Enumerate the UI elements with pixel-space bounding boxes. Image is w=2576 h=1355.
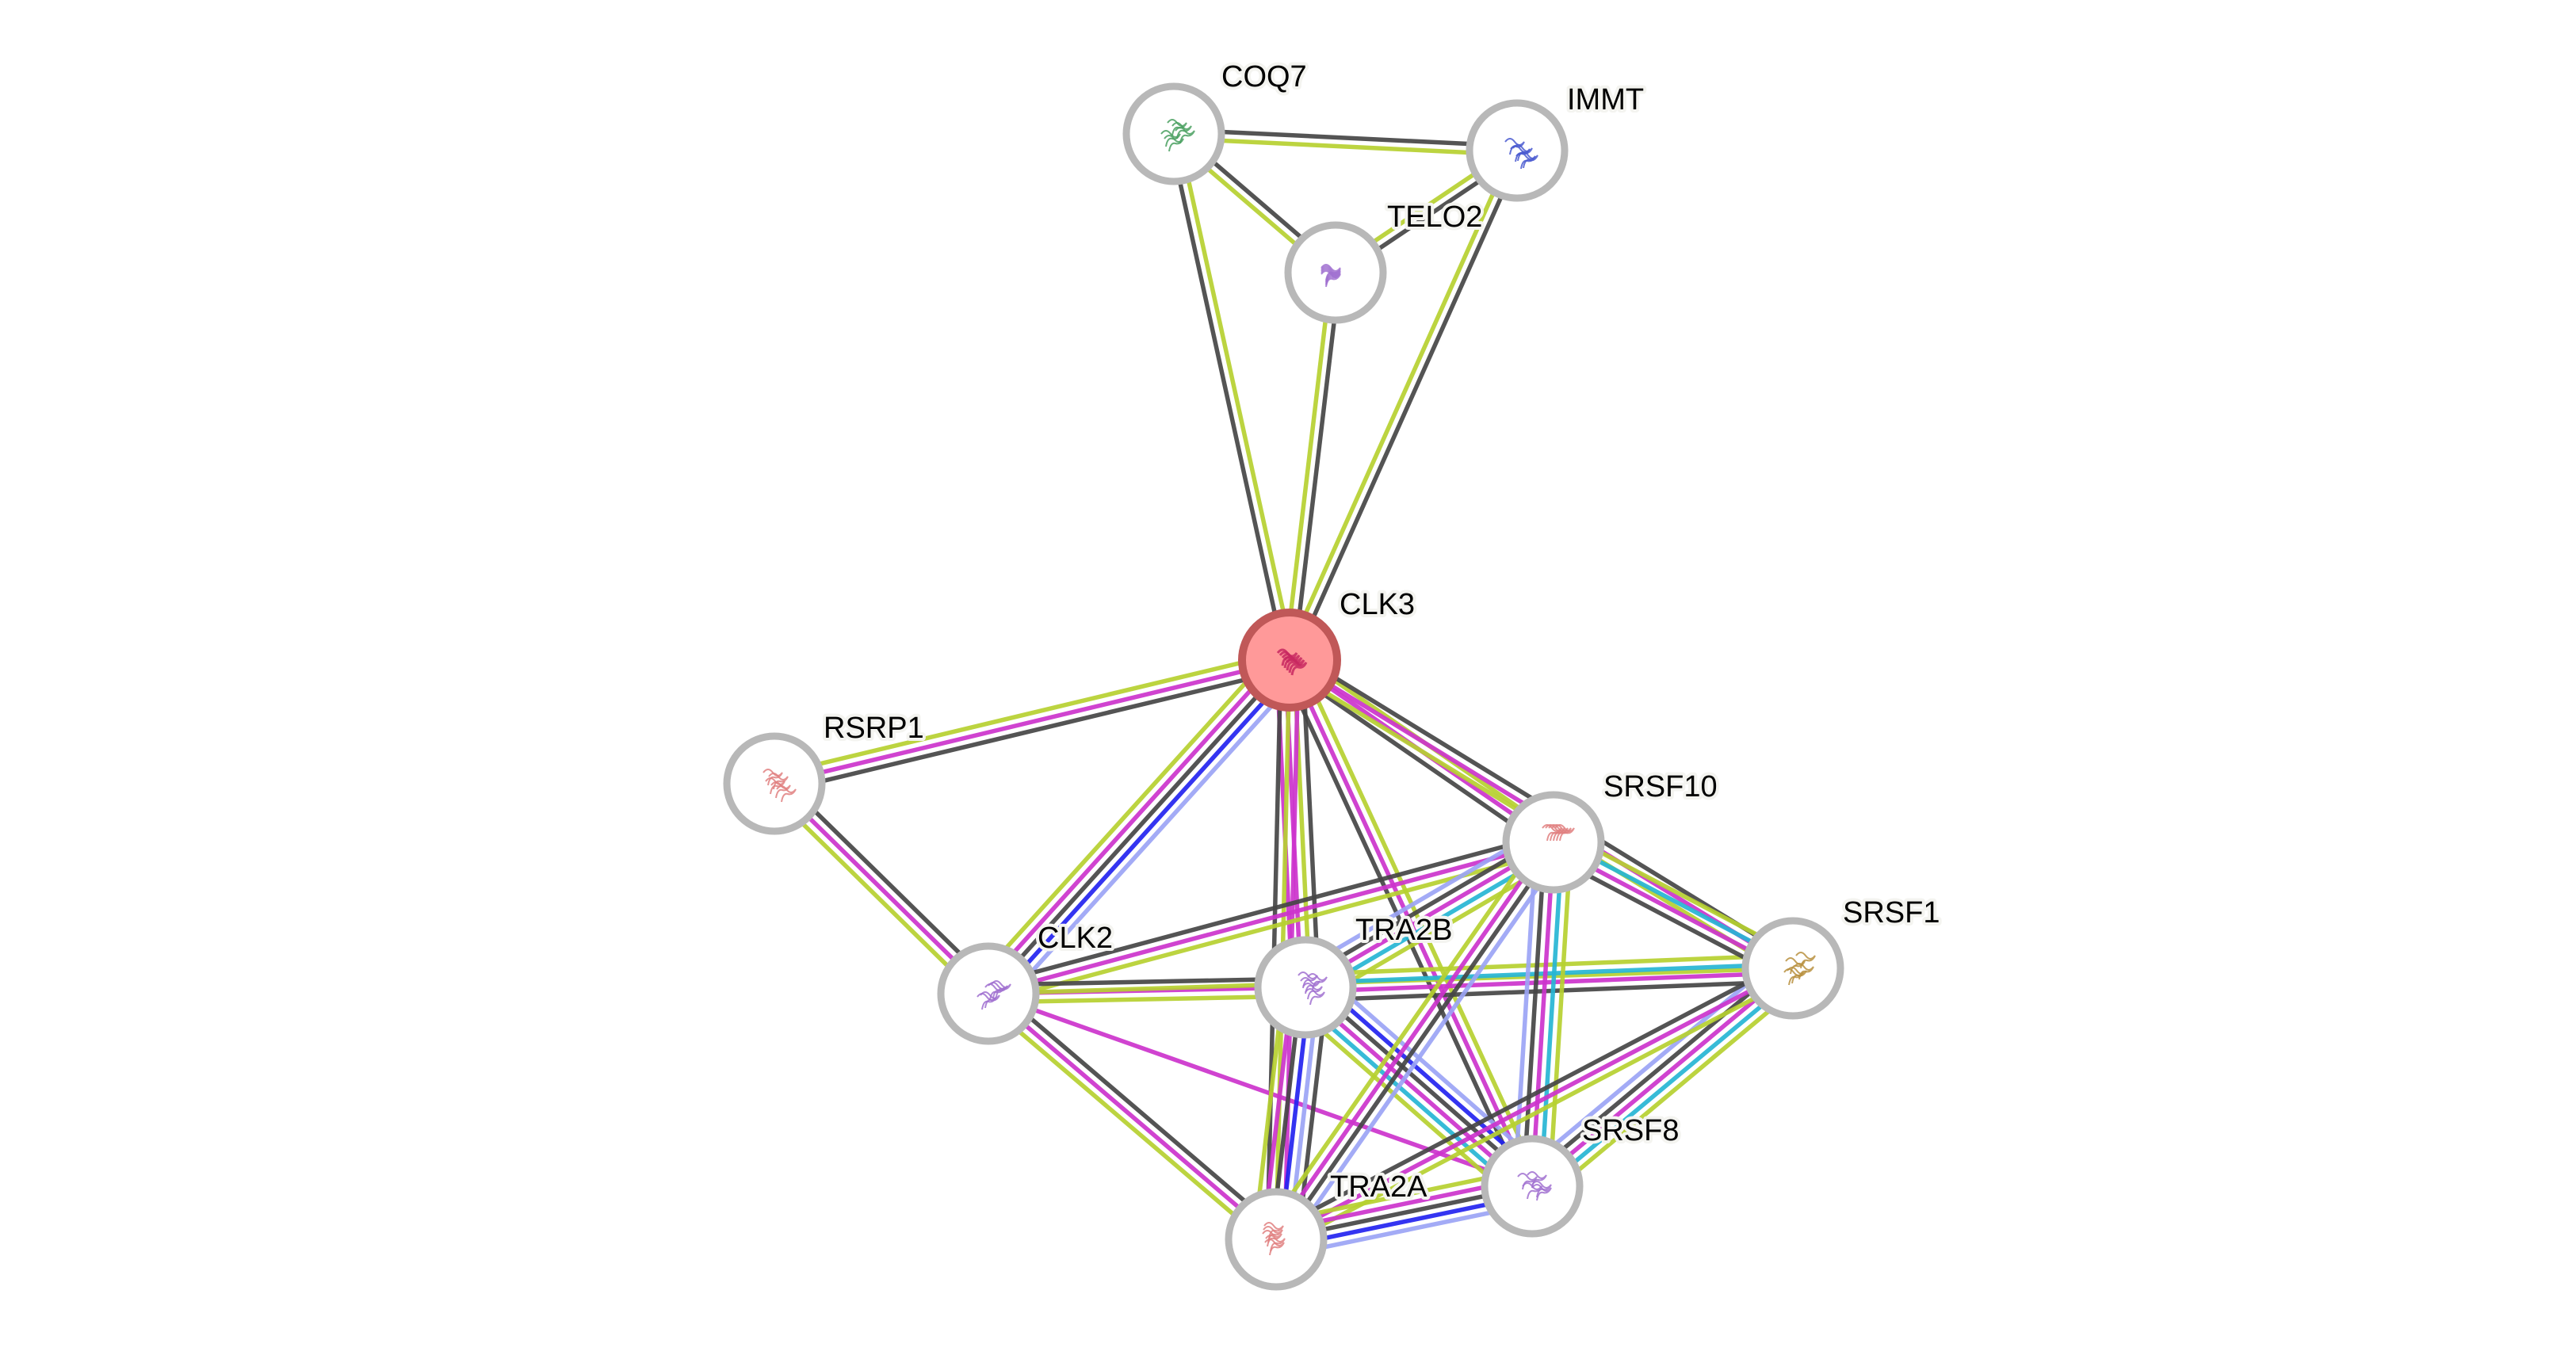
protein-structure-icon — [1262, 1222, 1286, 1256]
node-rsrp1[interactable] — [723, 732, 826, 835]
edge-evidence-experiments — [980, 652, 1285, 990]
edge-evidence-coexpression — [986, 658, 1292, 995]
edge-srsf10-tra2a[interactable] — [1263, 833, 1566, 1249]
edge-evidence-textmining — [973, 647, 1278, 984]
node-label-tra2b: TRA2B — [1355, 914, 1452, 947]
edge-evidence-coexpression — [775, 666, 1293, 795]
edge-evidence-coexpression — [1283, 665, 1550, 852]
edge-evidence-textmining — [1282, 272, 1334, 660]
edge-evidence-textmining — [988, 994, 1306, 1005]
edge-evidence-experiments — [1271, 838, 1552, 1239]
edge-telo2-clk3[interactable] — [1282, 272, 1343, 661]
edge-evidence-coexpression — [1305, 979, 1794, 1003]
edge-evidence-homology — [1313, 975, 1542, 1178]
edge-evidence-coexpression — [1279, 662, 1527, 1191]
edge-evidence-coexpression — [1278, 843, 1559, 1243]
protein-structure-icon — [1160, 119, 1195, 152]
edge-evidence-databases — [1305, 961, 1793, 986]
protein-structure-icon — [1783, 952, 1816, 986]
edge-evidence-textmining — [1547, 843, 1573, 1188]
edge-evidence-cooccurrence — [1285, 848, 1566, 1249]
edge-evidence-cooccurrence — [1318, 969, 1548, 1172]
node-label-coq7: COQ7 — [1221, 60, 1307, 94]
edge-evidence-textmining — [1175, 132, 1297, 660]
edge-evidence-coexpression — [1525, 960, 1789, 1181]
edge-clk2-tra2a[interactable] — [981, 985, 1283, 1248]
edge-evidence-databases — [1538, 842, 1565, 1187]
node-coq7[interactable] — [1122, 82, 1225, 185]
edge-evidence-textmining — [1290, 1002, 1519, 1204]
protein-structure-icon — [762, 769, 797, 803]
edge-evidence-databases — [1536, 973, 1800, 1195]
edge-evidence-cooccurrence — [1519, 953, 1783, 1175]
node-label-srsf8: SRSF8 — [1582, 1114, 1679, 1147]
protein-structure-icon — [977, 980, 1011, 1010]
node-label-rsrp1: RSRP1 — [824, 712, 924, 745]
node-srsf10[interactable] — [1502, 791, 1605, 894]
node-immt[interactable] — [1466, 99, 1569, 202]
edge-evidence-coexpression — [1291, 151, 1523, 663]
node-tra2b[interactable] — [1254, 936, 1357, 1039]
edge-clk3-rsrp1[interactable] — [771, 649, 1293, 795]
edge-evidence-coexpression — [1521, 842, 1547, 1186]
edge-evidence-textmining — [1173, 136, 1517, 158]
edge-evidence-cooccurrence — [999, 670, 1305, 1007]
edge-evidence-experiments — [774, 658, 1290, 786]
edge-evidence-experiments — [1305, 970, 1794, 994]
protein-structure-icon — [1276, 648, 1308, 676]
edge-evidence-experiments — [1530, 842, 1556, 1187]
protein-structure-icon — [1298, 971, 1328, 1006]
node-label-telo2: TELO2 — [1387, 200, 1482, 234]
protein-structure-icon — [1504, 138, 1538, 170]
edge-evidence-experiments — [1275, 966, 1794, 1242]
protein-structure-icon — [1517, 1171, 1552, 1201]
edge-evidence-coexpression — [1174, 127, 1518, 149]
protein-structure-icon — [1542, 824, 1575, 842]
edge-evidence-coexpression — [1167, 134, 1288, 662]
node-clk3[interactable] — [1238, 609, 1341, 712]
edge-evidence-textmining — [1263, 833, 1545, 1234]
node-clk2[interactable] — [937, 942, 1040, 1045]
edge-evidence-textmining — [771, 649, 1289, 777]
edge-evidence-coexpression — [985, 831, 1552, 988]
edge-clk3-clk2[interactable] — [973, 647, 1305, 1007]
node-label-clk2: CLK2 — [1038, 922, 1113, 955]
node-tra2a[interactable] — [1225, 1188, 1328, 1291]
edge-evidence-databases — [1295, 995, 1525, 1198]
edge-evidence-experiments — [988, 840, 1554, 996]
edge-evidence-textmining — [1305, 952, 1793, 977]
edge-evidence-coexpression — [1271, 958, 1791, 1234]
node-label-srsf1: SRSF1 — [1843, 896, 1940, 929]
edge-evidence-textmining — [1283, 147, 1515, 659]
edge-evidence-textmining — [981, 998, 1272, 1248]
edge-evidence-experiments — [1287, 658, 1535, 1188]
edge-evidence-coexpression — [988, 976, 1305, 987]
node-circle[interactable] — [1466, 99, 1569, 202]
node-label-clk3: CLK3 — [1340, 588, 1415, 621]
edge-coq7-immt[interactable] — [1173, 127, 1518, 158]
node-label-tra2a: TRA2A — [1330, 1170, 1428, 1204]
edge-immt-clk3[interactable] — [1283, 147, 1523, 663]
edge-evidence-homology — [993, 664, 1298, 1002]
edge-evidence-coexpression — [1291, 273, 1343, 661]
edge-tra2b-srsf1[interactable] — [1305, 952, 1794, 1003]
node-circle[interactable] — [1502, 791, 1605, 894]
node-circle[interactable] — [1254, 936, 1357, 1039]
nodes-layer — [723, 82, 1844, 1291]
edge-evidence-experiments — [987, 991, 1278, 1242]
node-srsf1[interactable] — [1741, 917, 1844, 1020]
edge-evidence-coexpression — [992, 985, 1283, 1235]
node-label-srsf10: SRSF10 — [1603, 770, 1718, 803]
protein-structure-icon — [1320, 264, 1341, 288]
edge-evidence-textmining — [1542, 979, 1806, 1201]
node-circle[interactable] — [1122, 82, 1225, 185]
edge-srsf1-srsf8[interactable] — [1519, 953, 1806, 1201]
node-telo2[interactable] — [1284, 221, 1387, 324]
edge-evidence-experiments — [1531, 966, 1794, 1189]
node-label-immt: IMMT — [1567, 83, 1644, 116]
edge-coq7-clk3[interactable] — [1167, 132, 1297, 662]
node-srsf8[interactable] — [1481, 1135, 1584, 1238]
